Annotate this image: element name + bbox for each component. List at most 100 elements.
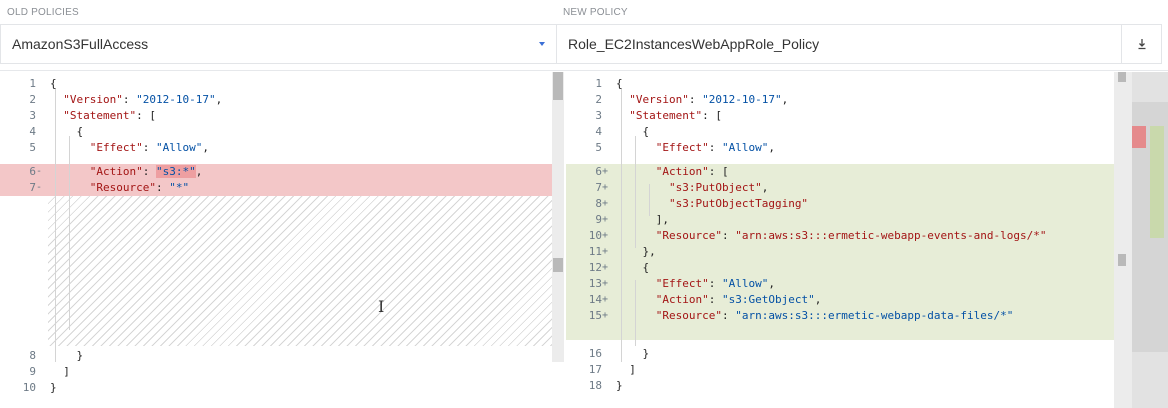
download-icon xyxy=(1138,39,1145,50)
line-number: 3 xyxy=(595,109,602,122)
code-text: "Resource": "arn:aws:s3:::ermetic-webapp… xyxy=(616,308,1014,324)
diff-marker xyxy=(602,346,610,362)
code-text: "Action": "s3:*", xyxy=(50,164,202,180)
diff-marker: + xyxy=(602,230,609,241)
new-policy-name: Role_EC2InstancesWebAppRole_Policy xyxy=(568,36,820,52)
code-token xyxy=(616,197,669,210)
code-line: 4 { xyxy=(566,124,1106,140)
code-text: } xyxy=(50,348,83,364)
code-text: "Action": [ xyxy=(616,164,729,180)
code-token: "Action" xyxy=(89,165,143,178)
code-token xyxy=(50,141,90,154)
diff-marker xyxy=(36,108,44,124)
download-button[interactable] xyxy=(1121,25,1161,63)
code-token: } xyxy=(616,379,623,392)
code-token: : xyxy=(708,293,722,306)
overview-removed-marker xyxy=(1132,126,1146,148)
diff-marker: - xyxy=(36,182,43,193)
line-number: 7 xyxy=(29,181,36,194)
new-policy-field: Role_EC2InstancesWebAppRole_Policy xyxy=(556,24,1162,64)
diff-marker: + xyxy=(602,198,609,209)
diff-marker: + xyxy=(602,310,609,321)
code-token: "Allow" xyxy=(155,141,203,154)
code-token: : [ xyxy=(702,109,722,122)
code-line: 7+ "s3:PutObject", xyxy=(566,180,1106,196)
text-cursor-icon: I xyxy=(378,297,385,316)
code-text: "Version": "2012-10-17", xyxy=(616,92,788,108)
code-line: 10} xyxy=(0,380,540,396)
code-line: 9+ ], xyxy=(566,212,1106,228)
indent-guide xyxy=(55,88,56,362)
code-token: "Resource" xyxy=(655,229,722,242)
code-token: { xyxy=(616,261,650,274)
line-number: 1 xyxy=(595,77,602,90)
line-number: 17 xyxy=(588,363,602,376)
code-token: : xyxy=(708,277,722,290)
line-number: 15 xyxy=(588,309,602,322)
code-token xyxy=(50,165,90,178)
code-token: "*" xyxy=(169,181,190,194)
code-text: "Effect": "Allow", xyxy=(616,276,775,292)
code-token: , xyxy=(195,165,203,178)
line-number: 9 xyxy=(595,213,602,226)
old-editor-scrollbar-thumb[interactable] xyxy=(553,72,563,100)
overview-added-marker xyxy=(1150,126,1164,238)
code-line: 15+ "Resource": "arn:aws:s3:::ermetic-we… xyxy=(566,308,1106,324)
line-number: 8 xyxy=(29,349,36,362)
code-token: "s3:GetObject" xyxy=(721,293,815,306)
line-number: 9 xyxy=(29,365,36,378)
code-token xyxy=(616,293,656,306)
code-token xyxy=(50,181,90,194)
diff-marker xyxy=(602,124,610,140)
code-text: ] xyxy=(616,362,636,378)
code-line: 6+ "Action": [ xyxy=(566,164,1106,180)
code-token: : [ xyxy=(136,109,156,122)
code-line: 2 "Version": "2012-10-17", xyxy=(566,92,1106,108)
diff-marker: + xyxy=(602,214,609,225)
code-line: 7- "Resource": "*" xyxy=(0,180,540,196)
old-editor-scrollbar[interactable] xyxy=(552,72,564,362)
code-token: "arn:aws:s3:::ermetic-webapp-events-and-… xyxy=(735,229,1047,242)
diff-marker xyxy=(602,140,610,156)
new-editor-scrollbar[interactable] xyxy=(1114,72,1132,408)
new-editor-scrollbar-thumb[interactable] xyxy=(1118,72,1126,82)
line-number: 12 xyxy=(588,261,602,274)
code-token: "Effect" xyxy=(89,141,143,154)
old-policy-select[interactable]: AmazonS3FullAccess xyxy=(0,24,560,64)
new-editor-scroll-marker xyxy=(1118,254,1126,266)
code-token: : xyxy=(721,309,736,322)
code-line: 4 { xyxy=(0,124,540,140)
code-line: 5 "Effect": "Allow", xyxy=(566,140,1106,156)
code-text: "Statement": [ xyxy=(50,108,156,124)
code-token: "s3:PutObjectTagging" xyxy=(668,197,809,210)
diff-marker xyxy=(36,140,44,156)
code-token: }, xyxy=(616,245,656,258)
line-number: 14 xyxy=(588,293,602,306)
code-line: 10+ "Resource": "arn:aws:s3:::ermetic-we… xyxy=(566,228,1106,244)
code-text: { xyxy=(616,76,623,92)
code-token xyxy=(616,165,656,178)
code-text: ], xyxy=(616,212,669,228)
indent-guide xyxy=(621,88,622,362)
indent-guide xyxy=(649,184,650,216)
code-token: , xyxy=(215,93,223,106)
diff-marker xyxy=(602,76,610,92)
line-number: 16 xyxy=(588,347,602,360)
new-policy-editor[interactable]: 1{2 "Version": "2012-10-17",3 "Statement… xyxy=(566,72,1168,408)
line-number: 5 xyxy=(595,141,602,154)
diff-marker: + xyxy=(602,182,609,193)
old-policy-editor[interactable]: 1{2 "Version": "2012-10-17",3 "Statement… xyxy=(0,72,566,408)
chevron-down-icon xyxy=(539,42,545,46)
code-token: ], xyxy=(616,213,669,226)
code-token: "Version" xyxy=(63,93,123,106)
indent-guide xyxy=(69,136,70,330)
code-token xyxy=(616,109,629,122)
line-number: 3 xyxy=(29,109,36,122)
code-token xyxy=(50,109,63,122)
code-token: : xyxy=(688,93,703,106)
code-token: ] xyxy=(616,363,636,376)
code-text: }, xyxy=(616,244,656,260)
code-token xyxy=(616,141,656,154)
code-line: 11+ }, xyxy=(566,244,1106,260)
code-text: "Effect": "Allow", xyxy=(50,140,209,156)
